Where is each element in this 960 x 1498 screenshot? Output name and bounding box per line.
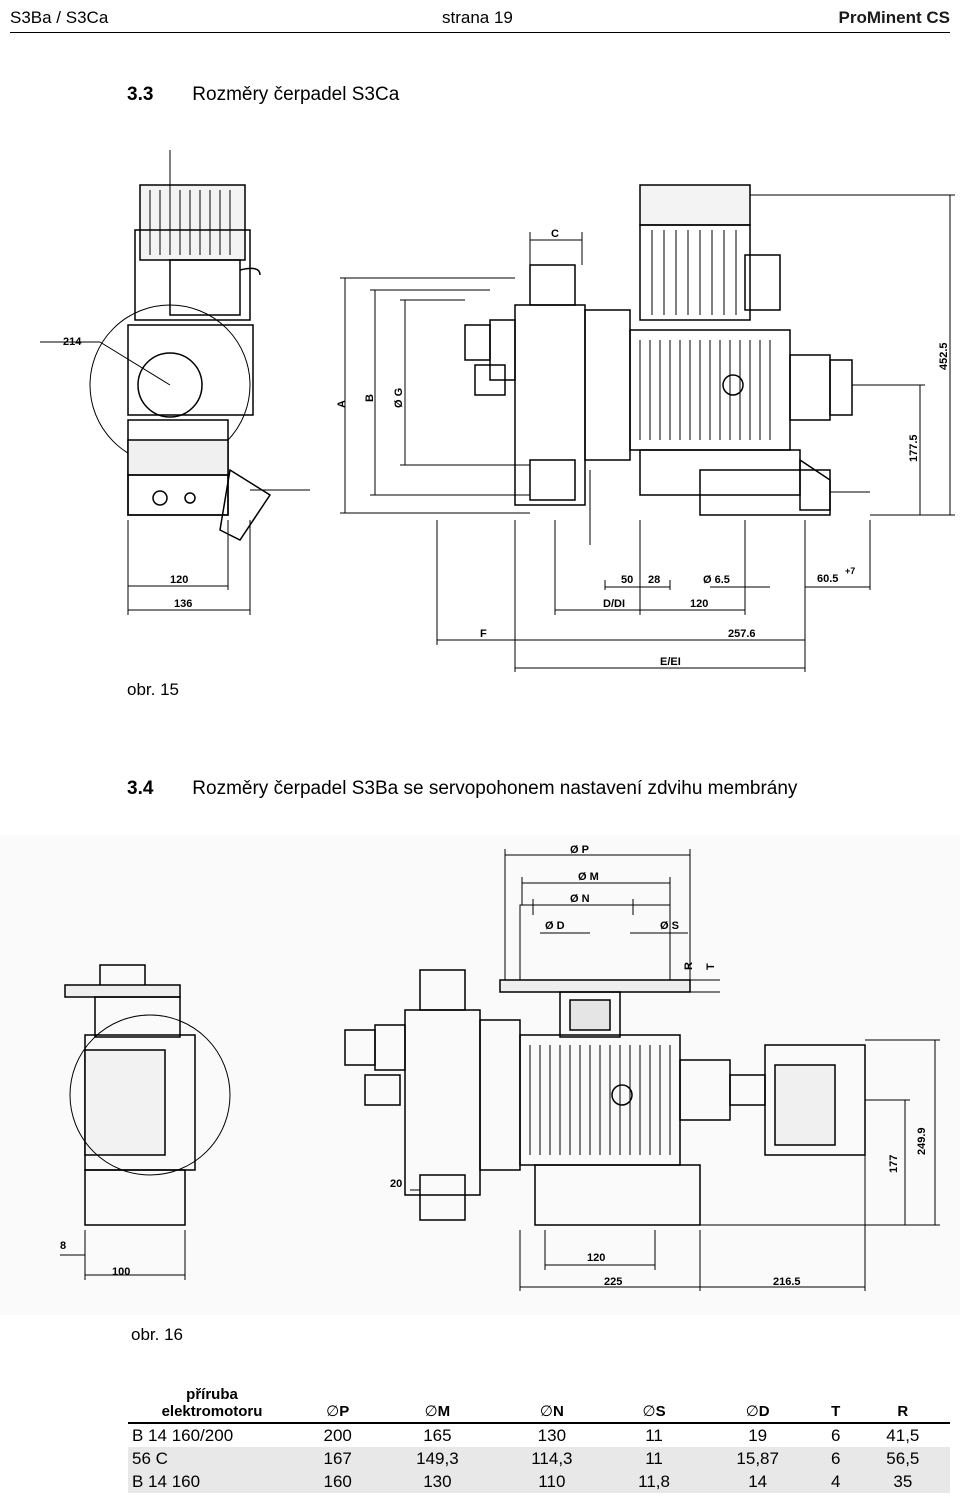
dim-120-right: 120	[690, 598, 708, 610]
dim-257-6: 257.6	[728, 628, 756, 640]
header-doc-id: S3Ba / S3Ca	[10, 8, 109, 27]
figure-15-caption: obr. 15	[127, 680, 179, 699]
dim-T: T	[705, 963, 717, 970]
section-heading: Rozměry čerpadel S3Ca	[192, 84, 400, 105]
dim-B: B	[364, 394, 376, 402]
dim-8: 8	[60, 1240, 66, 1252]
figure-16-caption: obr. 16	[131, 1325, 183, 1344]
dim-G: Ø G	[393, 388, 405, 408]
header-brand: ProMinent CS	[838, 8, 950, 27]
section-heading: Rozměry čerpadel S3Ba se servopohonem na…	[192, 778, 798, 799]
dim-D: Ø D	[545, 920, 565, 932]
dim-60-5: 60.5	[817, 573, 838, 585]
dim-N: Ø N	[570, 893, 590, 905]
section-3-4-title: 3.4 Rozměry čerpadel S3Ba se servopohone…	[127, 778, 797, 800]
column-header-M: ∅M	[379, 1384, 496, 1424]
dim-D-DI: D/DI	[603, 598, 625, 610]
table-row: B 14 160/200 200 165 130 11 19 6 41,5	[132, 1425, 920, 1445]
dim-177-5: 177.5	[908, 434, 920, 462]
column-header-D: ∅D	[699, 1384, 816, 1424]
dim-P: Ø P	[570, 844, 589, 856]
section-number: 3.4	[127, 778, 154, 799]
table-header-row: příruba elektromotoru ∅P ∅M ∅N ∅S ∅D T R	[128, 1384, 950, 1424]
dim-214: 214	[63, 336, 82, 348]
dim-20: 20	[390, 1178, 402, 1190]
section-3-3-title: 3.3 Rozměry čerpadel S3Ca	[127, 84, 399, 106]
figure-15-drawing: 214 C A B Ø G 452.5 177.5 120 136 50 28 …	[0, 140, 960, 680]
table-row: B 14 160 160 130 110 11,8 14 4 35	[128, 1470, 950, 1493]
dim-28: 28	[648, 574, 660, 586]
column-header-S: ∅S	[608, 1384, 700, 1424]
figure-16-drawing: Ø P Ø M Ø N Ø D Ø S R T 249.9 177 20 8 1…	[0, 835, 960, 1315]
section-number: 3.3	[127, 84, 154, 105]
column-header-flange: příruba elektromotoru	[128, 1384, 296, 1424]
dim-120-left: 120	[170, 574, 188, 586]
dim-tolerance: +7	[845, 566, 855, 576]
table-row: 56 C 167 149,3 114,3 11 15,87 6 56,5	[128, 1447, 950, 1470]
dim-100: 100	[112, 1266, 130, 1278]
dimension-table: příruba elektromotoru ∅P ∅M ∅N ∅S ∅D T R…	[128, 1384, 950, 1493]
dim-E-EI: E/EI	[660, 656, 681, 668]
dim-177: 177	[888, 1155, 900, 1173]
dim-C: C	[551, 228, 559, 240]
column-header-N: ∅N	[495, 1384, 609, 1424]
column-header-P: ∅P	[296, 1384, 380, 1424]
page-header: S3Ba / S3Ca strana 19 ProMinent CS	[10, 6, 950, 33]
column-header-R: R	[855, 1384, 950, 1424]
dim-249-9: 249.9	[916, 1127, 928, 1155]
dim-225: 225	[604, 1276, 622, 1288]
dim-A: A	[336, 400, 348, 408]
dim-M: Ø M	[578, 871, 599, 883]
dim-120: 120	[587, 1252, 605, 1264]
dim-136: 136	[174, 598, 192, 610]
dim-50: 50	[621, 574, 633, 586]
dim-6-5: Ø 6.5	[703, 574, 730, 586]
column-header-T: T	[815, 1384, 856, 1424]
dim-R: R	[683, 962, 695, 970]
dim-452-5: 452.5	[938, 342, 950, 370]
dim-216-5: 216.5	[773, 1276, 801, 1288]
header-page-number: strana 19	[442, 8, 513, 27]
dim-F: F	[480, 628, 487, 640]
dim-S: Ø S	[660, 920, 679, 932]
